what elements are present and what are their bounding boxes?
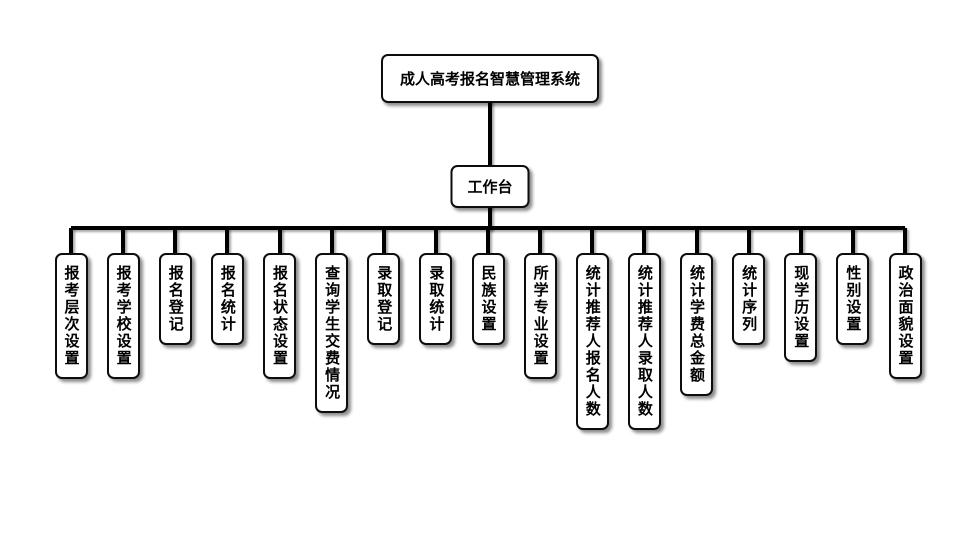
org-node[interactable]: 报考层次设置: [54, 253, 88, 379]
org-node-label: 录取统计: [427, 265, 445, 333]
org-node[interactable]: 报名登记: [158, 253, 192, 345]
org-node[interactable]: 现学历设置: [784, 253, 818, 362]
org-node-label: 录取登记: [375, 265, 393, 333]
org-node-column: 报名登记: [156, 228, 194, 345]
root-node-label: 成人高考报名智慧管理系统: [399, 71, 581, 88]
org-node[interactable]: 民族设置: [471, 253, 505, 345]
org-node-label: 统计序列: [740, 265, 758, 333]
connector-stub: [903, 228, 907, 253]
workbench-node-label: 工作台: [467, 179, 513, 196]
org-node[interactable]: 统计序列: [732, 253, 766, 345]
org-node-label: 所学专业设置: [531, 265, 549, 367]
org-node-label: 查询学生交费情况: [323, 265, 341, 401]
org-node-column: 查询学生交费情况: [313, 228, 351, 413]
connector-stub: [486, 228, 490, 253]
org-node-column: 录取统计: [417, 228, 455, 345]
connector-stub: [433, 228, 438, 253]
org-node-label: 政治面貌设置: [896, 265, 914, 367]
connector-stub: [381, 228, 386, 253]
org-node-column: 统计推荐人报名人数: [573, 228, 611, 430]
org-node-column: 性别设置: [834, 228, 872, 345]
org-node-column: 报名统计: [208, 228, 246, 345]
org-node-label: 统计推荐人录取人数: [635, 265, 653, 418]
org-node[interactable]: 查询学生交费情况: [315, 253, 349, 413]
org-node-column: 现学历设置: [782, 228, 820, 362]
org-node-column: 统计学费总金额: [678, 228, 716, 396]
connector-root-to-workbench: [488, 92, 492, 170]
org-node-label: 报考学校设置: [114, 265, 132, 367]
workbench-node[interactable]: 工作台: [450, 165, 530, 208]
org-node[interactable]: 统计推荐人报名人数: [575, 253, 609, 430]
org-node-column: 录取登记: [365, 228, 403, 345]
connector-stub: [225, 228, 230, 253]
connector-stub: [277, 228, 282, 253]
org-node-label: 现学历设置: [792, 265, 810, 350]
org-node-column: 统计序列: [730, 228, 768, 345]
connector-stub: [746, 228, 751, 253]
root-node[interactable]: 成人高考报名智慧管理系统: [380, 54, 600, 103]
org-node-column: 报考层次设置: [52, 228, 90, 379]
org-node-column: 所学专业设置: [521, 228, 559, 379]
org-node-label: 民族设置: [479, 265, 497, 333]
org-node-column: 报名状态设置: [261, 228, 299, 379]
connector-workbench-to-branches: [488, 198, 492, 230]
org-node-label: 报考层次设置: [62, 265, 80, 367]
connector-stub: [694, 228, 699, 253]
connector-stub: [850, 228, 855, 253]
org-node-label: 报名状态设置: [271, 265, 288, 367]
org-node[interactable]: 报考学校设置: [106, 253, 140, 379]
org-node-column: 统计推荐人录取人数: [625, 228, 663, 430]
org-node[interactable]: 性别设置: [836, 253, 870, 345]
org-node-label: 报名登记: [166, 265, 184, 333]
org-node-label: 统计推荐人报名人数: [583, 265, 601, 418]
org-node-label: 性别设置: [844, 265, 862, 333]
org-node[interactable]: 录取登记: [367, 253, 401, 345]
org-node-column: 政治面貌设置: [886, 228, 924, 379]
connector-stub: [121, 228, 126, 253]
org-node[interactable]: 录取统计: [419, 253, 453, 345]
org-node[interactable]: 报名统计: [210, 253, 244, 345]
connector-stub: [329, 228, 334, 253]
leaf-node-row: 报考层次设置 报考学校设置 报名登记 报名统计 报名状态设置: [52, 228, 924, 430]
connector-stub: [798, 228, 803, 253]
org-node[interactable]: 政治面貌设置: [888, 253, 922, 379]
org-node-label: 报名统计: [218, 265, 236, 333]
connector-stub: [69, 228, 73, 253]
org-node[interactable]: 所学专业设置: [523, 253, 557, 379]
connector-stub: [173, 228, 178, 253]
org-node[interactable]: 统计学费总金额: [680, 253, 713, 396]
connector-stub: [642, 228, 647, 253]
org-node-label: 统计学费总金额: [688, 265, 705, 384]
org-node[interactable]: 报名状态设置: [263, 253, 296, 379]
connector-stub: [538, 228, 543, 253]
org-node-column: 民族设置: [469, 228, 507, 345]
org-node-column: 报考学校设置: [104, 228, 142, 379]
org-node[interactable]: 统计推荐人录取人数: [627, 253, 661, 430]
connector-stub: [590, 228, 595, 253]
